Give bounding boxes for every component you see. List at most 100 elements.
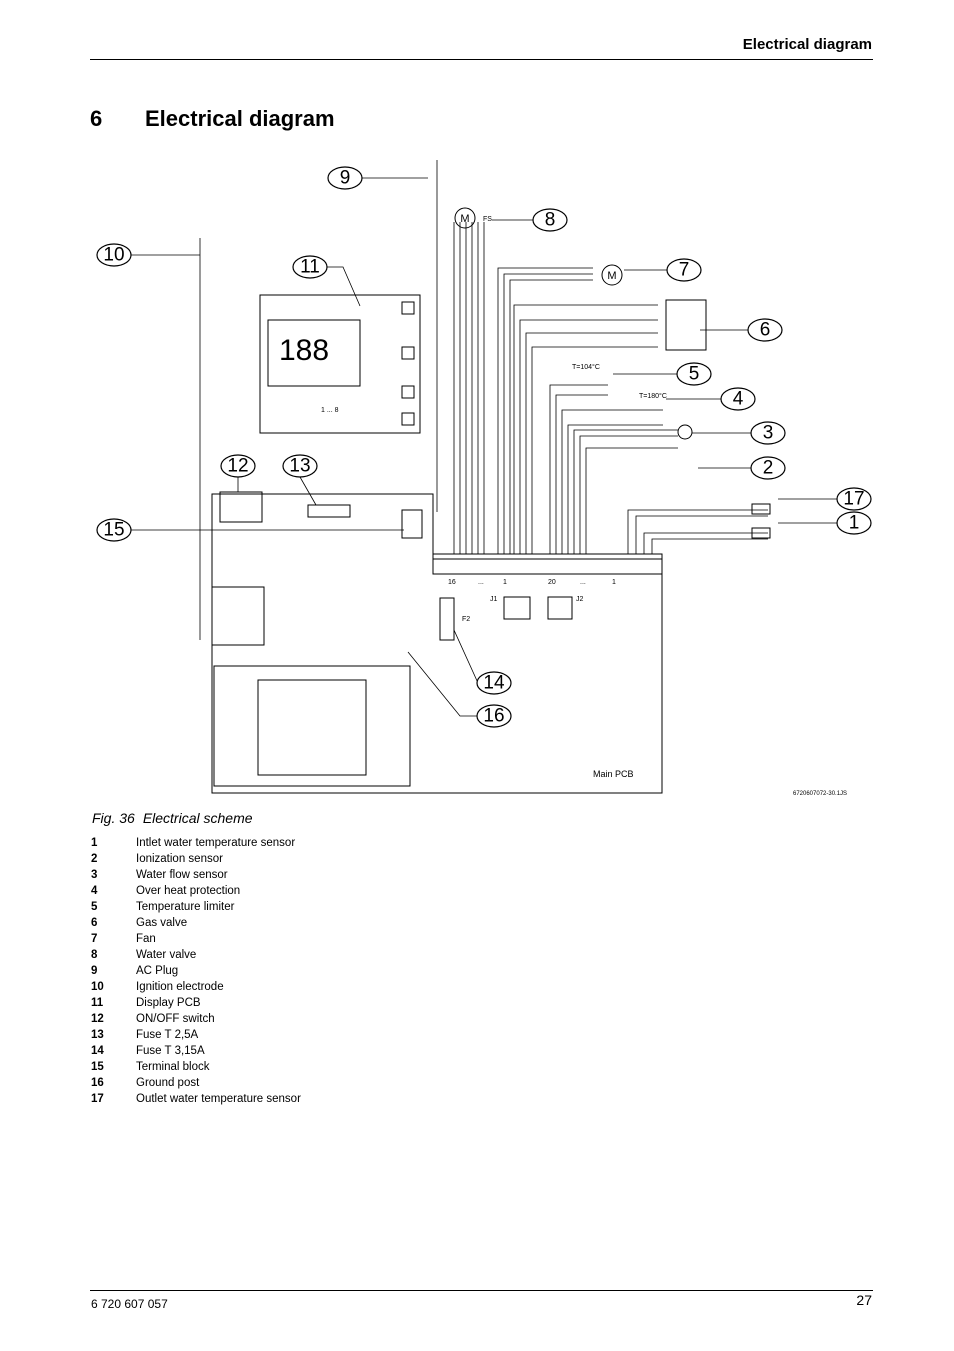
pins-right-start: 20 — [548, 579, 556, 586]
page-number: 27 — [856, 1292, 872, 1308]
svg-text:14: 14 — [483, 673, 505, 694]
callout-13: 13 — [282, 454, 318, 506]
callout-17: 17 — [778, 487, 872, 511]
header-rule — [90, 59, 873, 60]
on-off-switch — [219, 491, 263, 523]
drawing-id: 6720607072-30.1JS — [793, 791, 847, 797]
svg-text:7: 7 — [679, 260, 690, 281]
svg-text:1: 1 — [849, 513, 860, 534]
water-valve-fs: FS — [483, 216, 492, 223]
callout-6: 6 — [700, 318, 783, 342]
transformer — [213, 665, 411, 787]
callout-3: 3 — [692, 421, 786, 445]
fan-motor — [601, 264, 623, 286]
ignition-module — [211, 586, 265, 646]
callout-15: 15 — [96, 518, 404, 542]
lcd-digits: 188 — [279, 334, 329, 367]
overheat-label: T=180°C — [639, 392, 667, 400]
pins-left-ellipsis: ... — [478, 579, 484, 586]
display-pins-label: 1 ... 8 — [321, 407, 339, 414]
terminal-block — [401, 509, 423, 539]
main-pcb-connector — [432, 553, 663, 575]
svg-text:11: 11 — [300, 257, 320, 278]
electrical-diagram: 188 1 ... 8 F2 J1 J2 16 ... 1 20 ... 1 M… — [96, 160, 872, 797]
svg-text:5: 5 — [689, 364, 700, 385]
svg-text:13: 13 — [289, 456, 310, 477]
document-number: 6 720 607 057 — [91, 1297, 168, 1311]
figure-caption: Fig. 36 Electrical scheme — [92, 810, 253, 826]
svg-text:15: 15 — [103, 520, 124, 541]
fan-m: M — [607, 270, 616, 282]
water-valve-motor — [454, 207, 476, 229]
svg-text:2: 2 — [763, 458, 774, 479]
inlet-temp-sensor — [751, 527, 771, 539]
pins-left-end: 1 — [503, 579, 507, 586]
svg-text:16: 16 — [483, 706, 504, 727]
svg-text:10: 10 — [103, 245, 124, 266]
water-valve-m: M — [460, 213, 469, 225]
main-pcb-outline — [211, 493, 663, 794]
svg-text:8: 8 — [545, 210, 556, 231]
display-button-3 — [401, 385, 415, 399]
pins-right-end: 1 — [612, 579, 616, 586]
display-pcb — [259, 294, 421, 434]
callout-8: 8 — [492, 208, 568, 232]
callout-11: 11 — [292, 255, 361, 307]
wire-harness — [453, 222, 768, 554]
running-header: Electrical diagram — [742, 36, 872, 53]
j1-label: J1 — [490, 596, 498, 603]
flow-sensor — [677, 424, 693, 440]
outlet-temp-sensor — [751, 503, 771, 515]
temp-limiter-label: T=104°C — [572, 363, 600, 371]
callout-7: 7 — [624, 258, 702, 282]
connector-j1 — [503, 596, 531, 620]
main-pcb-label: Main PCB — [593, 769, 634, 779]
footer-rule — [90, 1290, 873, 1291]
connector-j2 — [547, 596, 573, 620]
lcd-window — [267, 319, 361, 387]
svg-text:4: 4 — [733, 389, 744, 410]
callout-16: 16 — [407, 651, 512, 728]
display-button-1 — [401, 301, 415, 315]
svg-text:3: 3 — [763, 423, 774, 444]
pins-right-ellipsis: ... — [580, 579, 586, 586]
figure-title: Electrical scheme — [142, 810, 253, 826]
display-button-2 — [401, 346, 415, 360]
fuse-13 — [307, 504, 351, 518]
transformer-core — [257, 679, 367, 776]
pins-left-start: 16 — [448, 579, 456, 586]
j2-label: J2 — [576, 596, 584, 603]
figure-number: Fig. 36 — [92, 810, 135, 826]
svg-text:12: 12 — [227, 456, 248, 477]
callout-12: 12 — [220, 454, 256, 492]
callout-1: 1 — [778, 511, 872, 535]
svg-text:6: 6 — [760, 320, 771, 341]
callout-10: 10 — [96, 243, 200, 267]
svg-text:9: 9 — [340, 168, 351, 189]
callout-14: 14 — [453, 629, 512, 695]
display-button-4 — [401, 412, 415, 426]
gas-valve — [665, 299, 707, 351]
fuse-f2 — [439, 597, 455, 641]
callout-4: 4 — [666, 387, 756, 411]
svg-text:17: 17 — [843, 489, 864, 510]
f2-label: F2 — [462, 616, 470, 623]
callout-9: 9 — [327, 166, 428, 190]
